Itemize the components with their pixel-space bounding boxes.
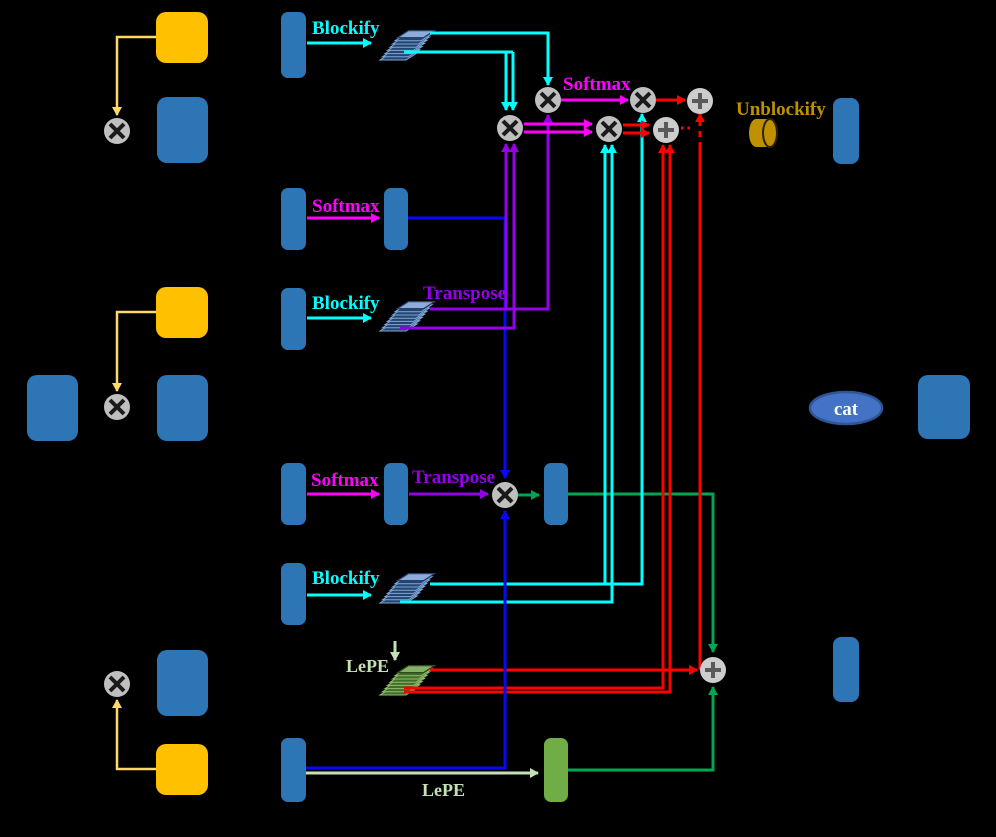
head-output-top-block: [833, 98, 859, 164]
mask-block: [156, 287, 208, 338]
input-group-top: [102, 12, 208, 163]
a-block: [281, 463, 306, 525]
output-column: cat: [808, 98, 970, 702]
multiply-operator-qk: [495, 113, 525, 143]
concat-node: cat: [808, 390, 884, 426]
feature-block: [157, 97, 208, 163]
v-line-lower: [400, 144, 617, 604]
softmax-label: Softmax: [563, 74, 631, 95]
add-operator-v-lepe: [698, 655, 728, 685]
multiply-operator: [102, 392, 132, 422]
transpose-line-lower: [400, 143, 519, 330]
lepe-label: LePE: [346, 656, 389, 676]
add-operator-lepe2: [685, 86, 715, 116]
cat-ellipse: [808, 390, 884, 426]
red-line-lower-1: [404, 144, 668, 690]
final-output-block: [918, 375, 970, 439]
softmax-label: Softmax: [312, 196, 380, 217]
multiply-operator: [102, 669, 132, 699]
attention-operator-cluster: Softmax: [495, 74, 715, 145]
row1-blockify: Blockify: [281, 12, 553, 111]
unblockify-label: Unblockify: [736, 99, 826, 120]
unblockify-group: Unblockify: [736, 99, 826, 148]
row6-value-lepe: LePE: [281, 510, 718, 802]
cat-label: cat: [834, 399, 859, 420]
softmax-label: Softmax: [311, 470, 379, 491]
mask-arrow: [112, 35, 156, 116]
v-line-upper: [430, 113, 647, 586]
mask-block: [156, 12, 208, 63]
q-line-upper: [430, 31, 553, 86]
row4-softmax-transpose: Softmax Transpose: [281, 463, 718, 653]
softmaxed-block: [384, 463, 408, 525]
row3-blockify-transpose: Blockify Transpose: [281, 114, 553, 350]
q-block: [281, 12, 306, 78]
mask-block: [156, 744, 208, 795]
v2-block: [281, 738, 306, 802]
red-line-lower-2: [404, 144, 675, 694]
lepe-block: [544, 738, 568, 802]
transpose-label: Transpose: [423, 283, 506, 304]
attended-block: [544, 463, 568, 525]
row5-blockify: Blockify: [281, 113, 647, 625]
lepe-label: LePE: [422, 780, 465, 800]
input-group-bottom: [102, 650, 208, 795]
multiply-operator: [490, 480, 520, 510]
blockify-label: Blockify: [312, 568, 380, 589]
input-block: [27, 375, 78, 441]
feature-block: [157, 650, 208, 716]
k-block: [281, 188, 306, 250]
multiply-operator-av2: [628, 85, 658, 115]
green-line-up: [568, 686, 718, 772]
lepe-stack-group: LePE: [346, 113, 705, 696]
multiply-operator: [102, 116, 132, 146]
blue-line-up: [306, 510, 510, 770]
input-group-middle: [27, 287, 208, 441]
blockify-label: Blockify: [312, 18, 380, 39]
k2-block: [281, 288, 306, 350]
multiply-operator-av: [594, 114, 624, 144]
v-block: [281, 563, 306, 625]
transpose-line-upper: [430, 114, 553, 311]
multiply-operator-qk2: [533, 85, 563, 115]
feature-block: [157, 375, 208, 441]
mask-arrow: [112, 310, 156, 392]
transpose-label: Transpose: [412, 467, 495, 488]
add-operator-lepe: [651, 115, 681, 145]
mask-arrow: [112, 699, 156, 771]
blockify-label: Blockify: [312, 293, 380, 314]
green-line-down: [568, 492, 718, 653]
softmaxed-block: [384, 188, 408, 250]
unblockify-cylinder-cap: [762, 118, 778, 148]
head-output-bottom-block: [833, 637, 859, 702]
